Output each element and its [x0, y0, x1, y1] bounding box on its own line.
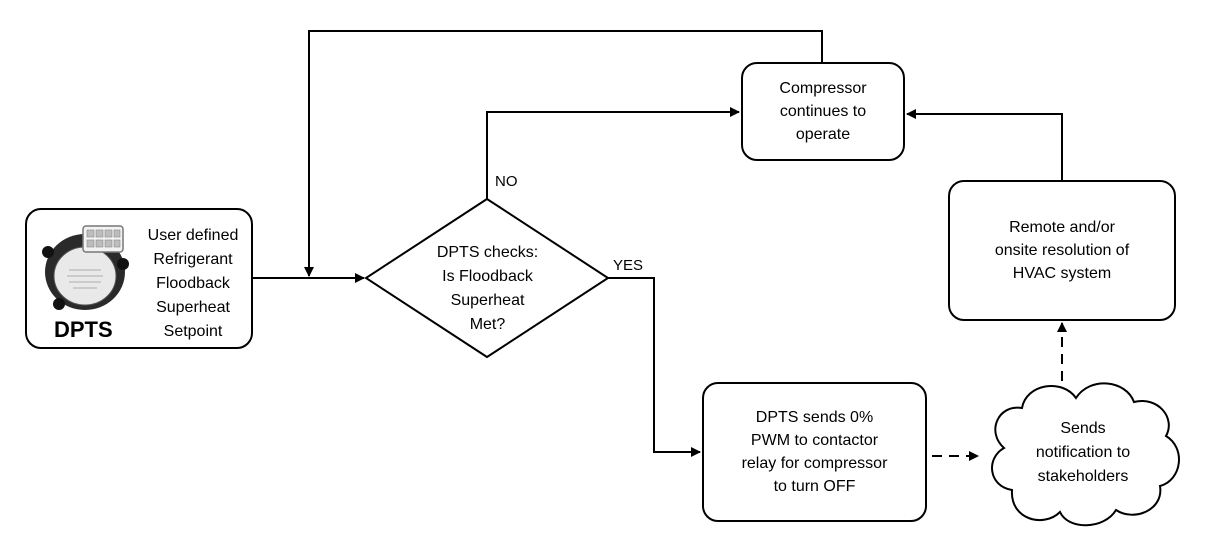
- decision-line: DPTS checks:: [436, 244, 539, 261]
- decision-line: Superheat: [450, 292, 525, 309]
- dpts-setpoint-box: DPTS User defined Refrigerant Floodback …: [25, 208, 253, 349]
- notification-text: Sends notification to stakeholders: [1000, 418, 1166, 488]
- notification-line: Sends: [1060, 420, 1106, 437]
- compressor-line: Compressor: [779, 80, 867, 97]
- setpoint-line: Refrigerant: [153, 251, 233, 268]
- setpoint-line: Superheat: [156, 299, 230, 316]
- dpts-device-label: DPTS: [54, 317, 113, 342]
- connector-resolution-to-compressor: [906, 109, 1063, 180]
- shutoff-line: PWM to contactor: [750, 432, 879, 449]
- resolution-line: HVAC system: [1012, 265, 1112, 282]
- notification-cloud: [991, 382, 1180, 527]
- notification-line: notification to: [1035, 444, 1131, 461]
- setpoint-line: Setpoint: [163, 323, 223, 340]
- dpts-sensor-icon: [42, 225, 129, 310]
- shutoff-line: DPTS sends 0%: [755, 409, 874, 426]
- no-branch-label: NO: [495, 173, 518, 190]
- resolution-line: Remote and/or: [1009, 219, 1115, 236]
- yes-branch-label: YES: [613, 257, 644, 274]
- shutoff-line: relay for compressor: [741, 455, 888, 472]
- decision-text: DPTS checks: Is Floodback Superheat Met?: [410, 240, 565, 338]
- decision-diamond: [364, 197, 610, 359]
- compressor-line: continues to: [779, 103, 867, 120]
- resolution-line: onsite resolution of: [994, 242, 1130, 259]
- decision-line: Met?: [469, 316, 506, 333]
- shutoff-line: to turn OFF: [773, 478, 856, 495]
- resolution-box: Remote and/or onsite resolution of HVAC …: [948, 180, 1176, 321]
- setpoint-line: User defined: [147, 227, 239, 244]
- notification-line: stakeholders: [1037, 468, 1129, 485]
- setpoint-line: Floodback: [156, 275, 230, 292]
- compressor-continues-box: Compressor continues to operate: [741, 62, 905, 161]
- compressor-shutoff-box: DPTS sends 0% PWM to contactor relay for…: [702, 382, 927, 522]
- compressor-line: operate: [795, 126, 851, 143]
- connector-loop-back: [304, 30, 823, 277]
- setpoint-text: User defined Refrigerant Floodback Super…: [131, 224, 255, 344]
- connector-no-branch: [486, 107, 740, 199]
- decision-line: Is Floodback: [442, 268, 533, 285]
- connector-yes-branch: [608, 277, 701, 457]
